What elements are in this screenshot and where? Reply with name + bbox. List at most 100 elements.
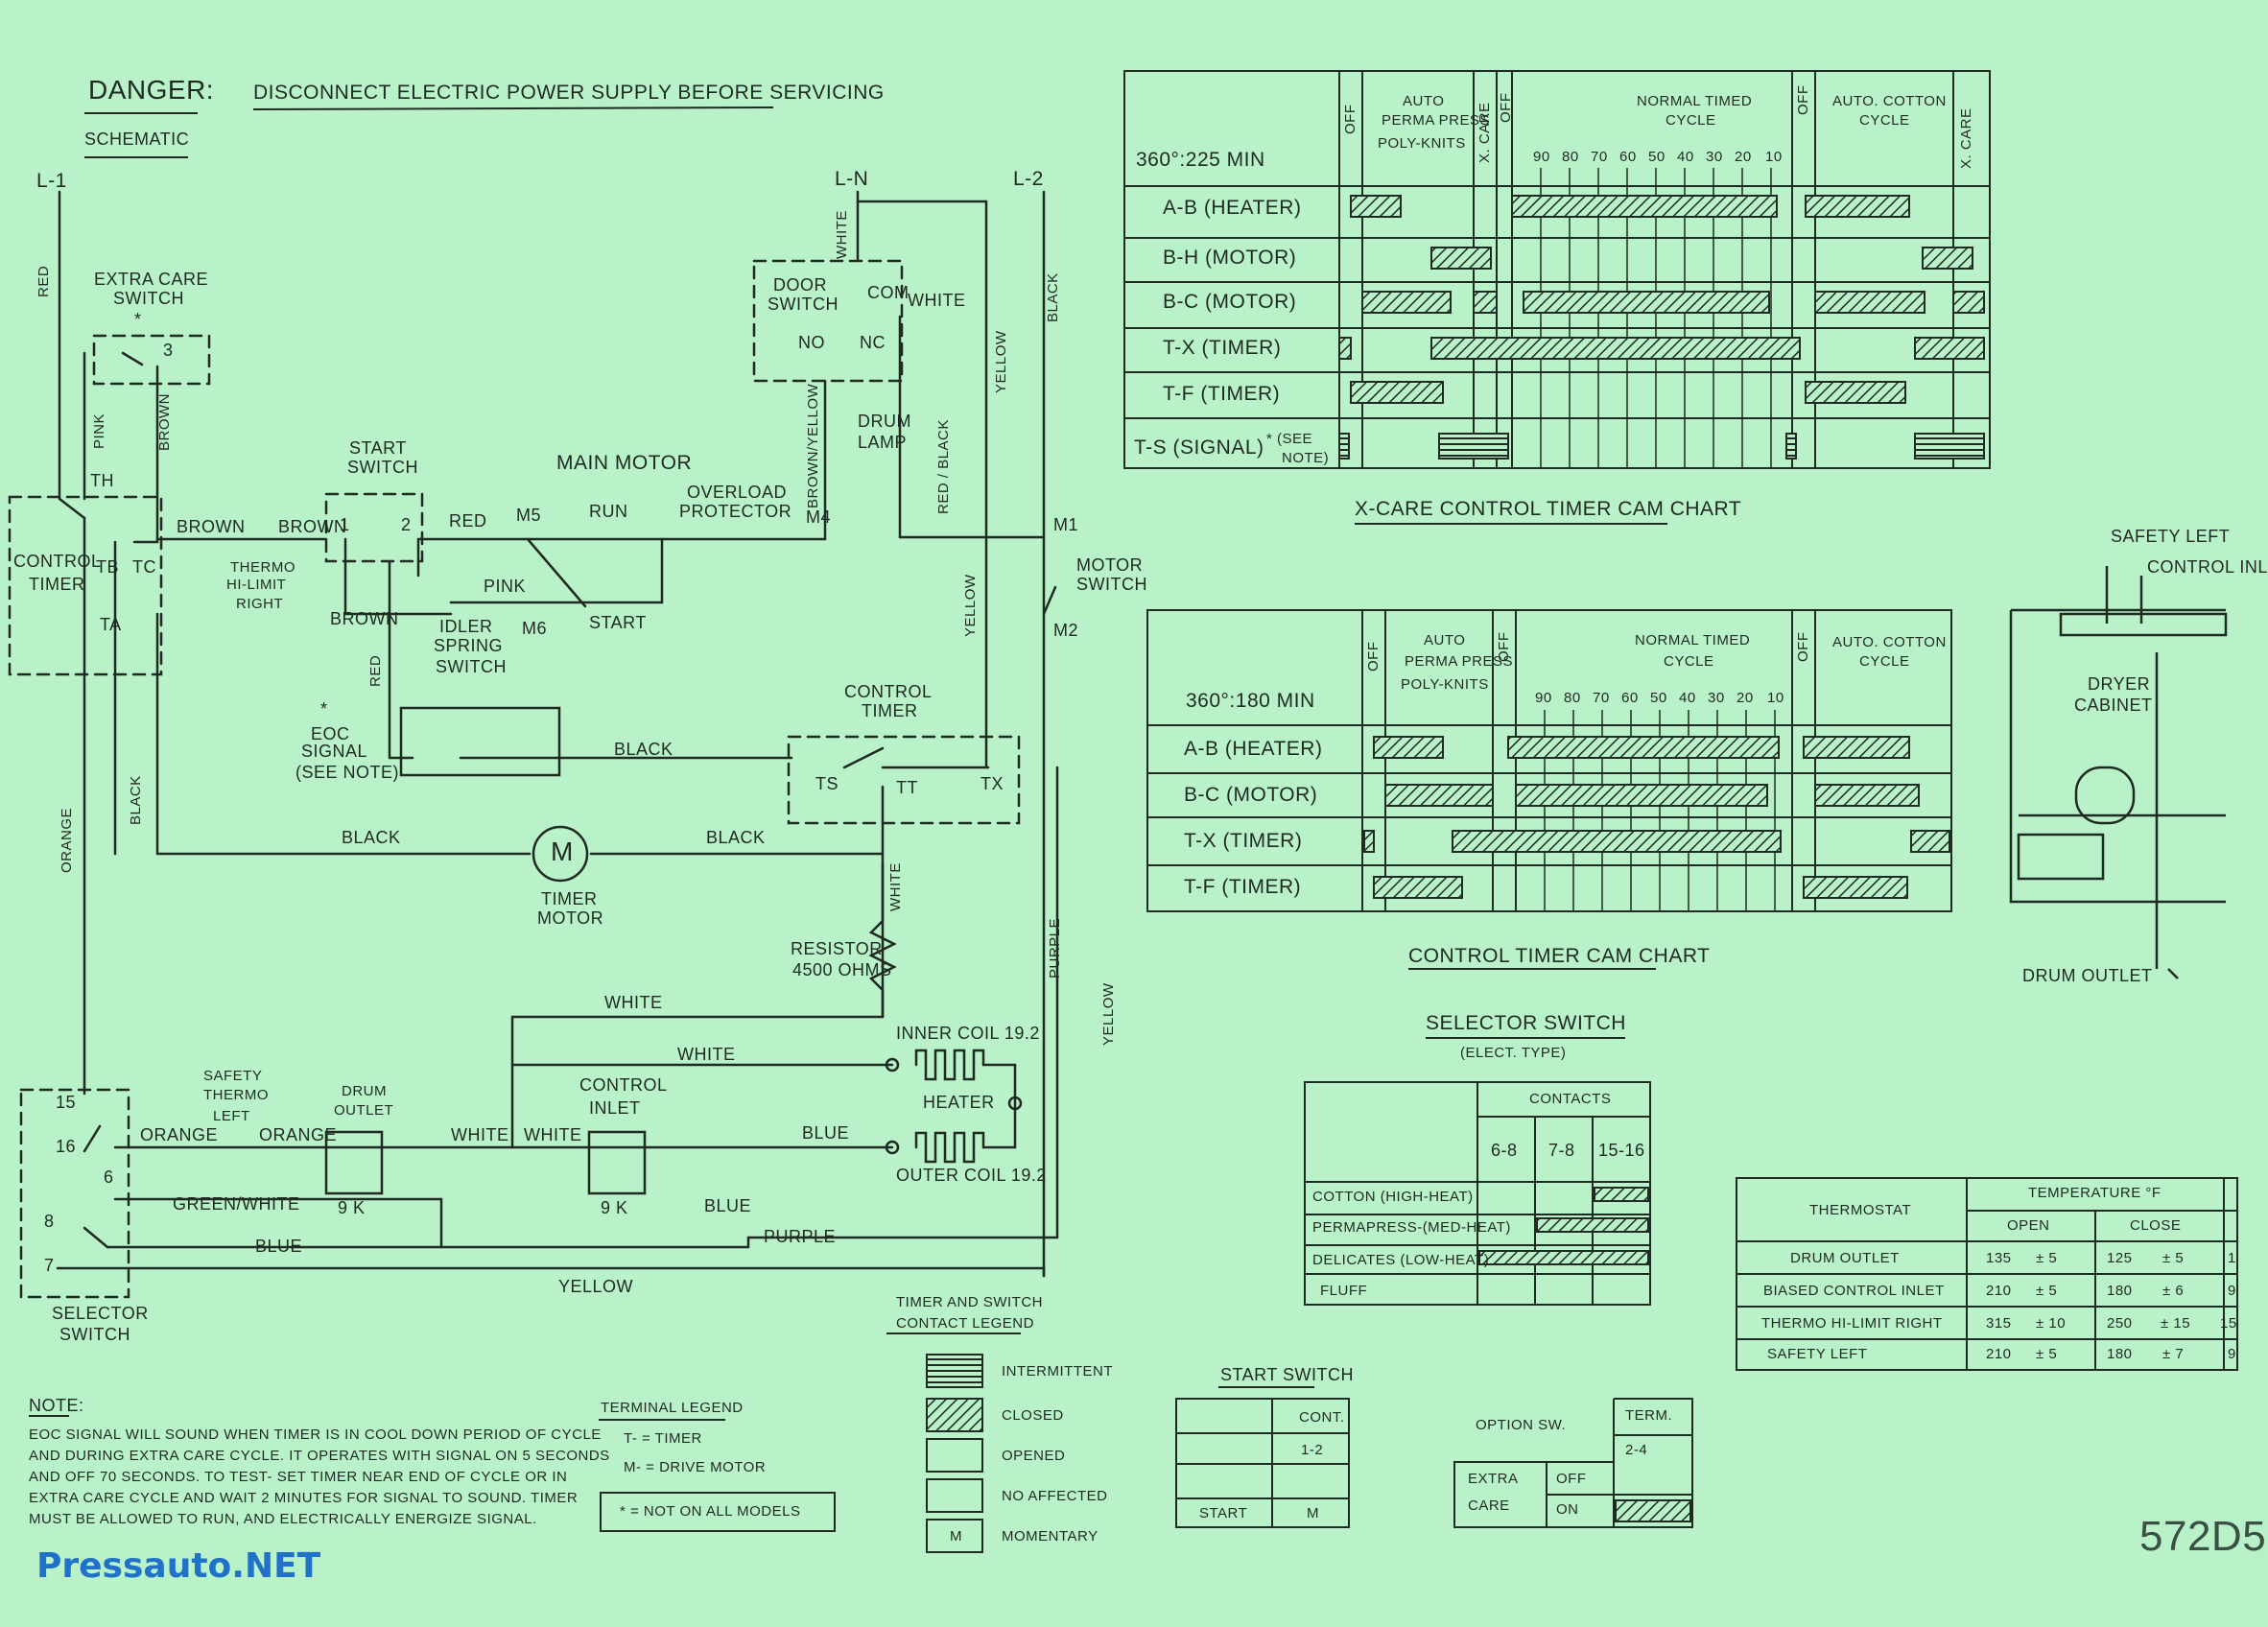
- warning-text: DISCONNECT ELECTRIC POWER SUPPLY BEFORE …: [253, 82, 885, 104]
- thermostat-close: CLOSE: [2130, 1217, 2182, 1234]
- thermostat-close-value: 180: [2107, 1346, 2133, 1362]
- xcare-row-label: A-B (HEATER): [1163, 197, 1302, 219]
- control-off-1: OFF: [1365, 641, 1382, 672]
- watermark-logo: Pressauto.NET: [36, 1546, 321, 1586]
- xcare-row-label: T-X (TIMER): [1163, 337, 1282, 359]
- eoc-signal-label: SIGNAL: [301, 742, 368, 761]
- thermostat-open-value: 315: [1986, 1315, 2012, 1332]
- selector-table-subtitle: (ELECT. TYPE): [1460, 1045, 1567, 1061]
- control-timer-label-2: TIMER: [29, 575, 85, 594]
- terminal-m4: M4: [806, 507, 832, 527]
- wire-brown-2: BROWN: [177, 517, 246, 536]
- wire-yellow-v: YELLOW: [993, 330, 1009, 393]
- wire-red-label: RED: [35, 265, 52, 297]
- option-sw-2-4: 2-4: [1625, 1442, 1648, 1458]
- legend-momentary-mark: M: [950, 1528, 962, 1544]
- xcare-off-1: OFF: [1342, 104, 1358, 135]
- thermostat-extra: 1: [2228, 1250, 2236, 1266]
- wire-blue-h2: BLUE: [704, 1196, 752, 1215]
- control-timer-2-label-2: TIMER: [862, 701, 918, 720]
- terminal-m2: M2: [1053, 621, 1079, 640]
- main-motor-label: MAIN MOTOR: [556, 452, 693, 474]
- xcare-header-min: 360°:225 MIN: [1136, 149, 1265, 171]
- thermostat-open-value: 135: [1986, 1250, 2012, 1266]
- ln-label: L-N: [835, 168, 869, 190]
- control-timer-2-label: CONTROL: [844, 682, 933, 701]
- terminal-m1: M1: [1053, 515, 1079, 534]
- control-row-label: T-F (TIMER): [1184, 876, 1302, 898]
- thermostat-row-name: SAFETY LEFT: [1767, 1346, 1868, 1362]
- control-header-min: 360°:180 MIN: [1186, 690, 1315, 712]
- extra-care-switch-label: SWITCH: [113, 289, 184, 308]
- wire-brown-label: BROWN: [156, 393, 173, 451]
- xcare-auto: AUTO: [1403, 93, 1445, 109]
- thermostat-row-name: THERMO HI-LIMIT RIGHT: [1761, 1315, 1943, 1332]
- legend-title: TIMER AND SWITCH: [896, 1294, 1043, 1310]
- control-normal: NORMAL TIMED: [1635, 632, 1751, 648]
- thermostat-open-value: 210: [1986, 1283, 2012, 1299]
- terminal-tx: TX: [980, 774, 1004, 793]
- xcare-poly: POLY-KNITS: [1378, 135, 1466, 152]
- thermostat-close-value: 125: [2107, 1250, 2133, 1266]
- note-line: MUST BE ALLOWED TO RUN, AND ELECTRICALLY…: [29, 1511, 537, 1527]
- wire-orange-h: ORANGE: [140, 1125, 219, 1144]
- wire-red-v2: RED: [367, 654, 384, 687]
- drum-lamp-label: DRUM: [858, 412, 911, 431]
- control-tick: 80: [1564, 690, 1581, 706]
- right-label: RIGHT: [236, 596, 284, 612]
- run-label: RUN: [589, 502, 628, 521]
- idler-switch-label: SWITCH: [436, 657, 507, 676]
- selector-row: FLUFF: [1320, 1283, 1368, 1299]
- l2-label: L-2: [1013, 168, 1044, 190]
- xcare-tick: 50: [1648, 149, 1666, 165]
- control-auto: AUTO: [1424, 632, 1466, 648]
- thermostat-extra: 9: [2228, 1283, 2236, 1299]
- wire-white-h4: WHITE: [524, 1125, 582, 1144]
- control-off-2: OFF: [1496, 631, 1512, 663]
- control-tick: 30: [1708, 690, 1725, 706]
- terminal-tc: TC: [132, 557, 156, 577]
- timer-motor-symbol: M: [551, 837, 574, 866]
- wire-green-white: GREEN/WHITE: [173, 1194, 300, 1214]
- safety-thermo-label: SAFETY: [203, 1068, 263, 1084]
- selector-switch-label: SELECTOR: [52, 1304, 149, 1323]
- resistor-ohms: 4500 OHMS: [792, 960, 892, 979]
- thermostat-open-tol: ± 5: [2036, 1250, 2058, 1266]
- xcare-tick: 20: [1735, 149, 1752, 165]
- xcare-row-label: B-H (MOTOR): [1163, 247, 1297, 269]
- wire-blue-h: BLUE: [802, 1123, 850, 1143]
- extra-care-label: EXTRA CARE: [94, 270, 209, 289]
- hilimit-label: HI-LIMIT: [226, 577, 287, 593]
- eoc-star: *: [320, 699, 328, 719]
- wire-red-h: RED: [449, 511, 487, 531]
- legend-item: NO AFFECTED: [1002, 1488, 1108, 1504]
- terminal-tb: TB: [96, 557, 120, 577]
- thermostat-open: OPEN: [2007, 1217, 2050, 1234]
- wire-brown-yellow: BROWN/YELLOW: [805, 383, 821, 508]
- wire-black-h3: BLACK: [706, 828, 766, 847]
- control-tick: 40: [1679, 690, 1696, 706]
- wire-white-door: WHITE: [908, 291, 966, 310]
- wire-white-h3: WHITE: [451, 1125, 509, 1144]
- thermostat-row-name: BIASED CONTROL INLET: [1763, 1283, 1945, 1299]
- control-tick: 20: [1736, 690, 1754, 706]
- resistor-label: RESISTOR: [791, 939, 883, 958]
- start-switch-label: START: [349, 438, 407, 458]
- wire-pink-label: PINK: [91, 413, 107, 449]
- terminal-legend-note: * = NOT ON ALL MODELS: [620, 1503, 801, 1520]
- idler-label: IDLER: [439, 617, 493, 636]
- wire-brown-3: BROWN: [278, 517, 347, 536]
- note-line: AND DURING EXTRA CARE CYCLE. IT OPERATES…: [29, 1448, 610, 1464]
- cabinet-safety-left: SAFETY LEFT: [2111, 527, 2231, 546]
- l1-label: L-1: [36, 170, 67, 192]
- wire-white-h2: WHITE: [677, 1045, 736, 1064]
- xcare-row-label: T-S (SIGNAL): [1134, 436, 1264, 459]
- thermostat-temp: TEMPERATURE °F: [2028, 1185, 2162, 1201]
- xcare-xcare-1: X. CARE: [1477, 102, 1493, 163]
- note-line: EXTRA CARE CYCLE AND WAIT 2 MINUTES FOR …: [29, 1490, 579, 1506]
- start-winding-label: START: [589, 613, 647, 632]
- control-inlet-9k: 9 K: [601, 1198, 628, 1217]
- start-switch-1-2: 1-2: [1301, 1442, 1324, 1458]
- terminal-legend-t: T- = TIMER: [624, 1430, 702, 1447]
